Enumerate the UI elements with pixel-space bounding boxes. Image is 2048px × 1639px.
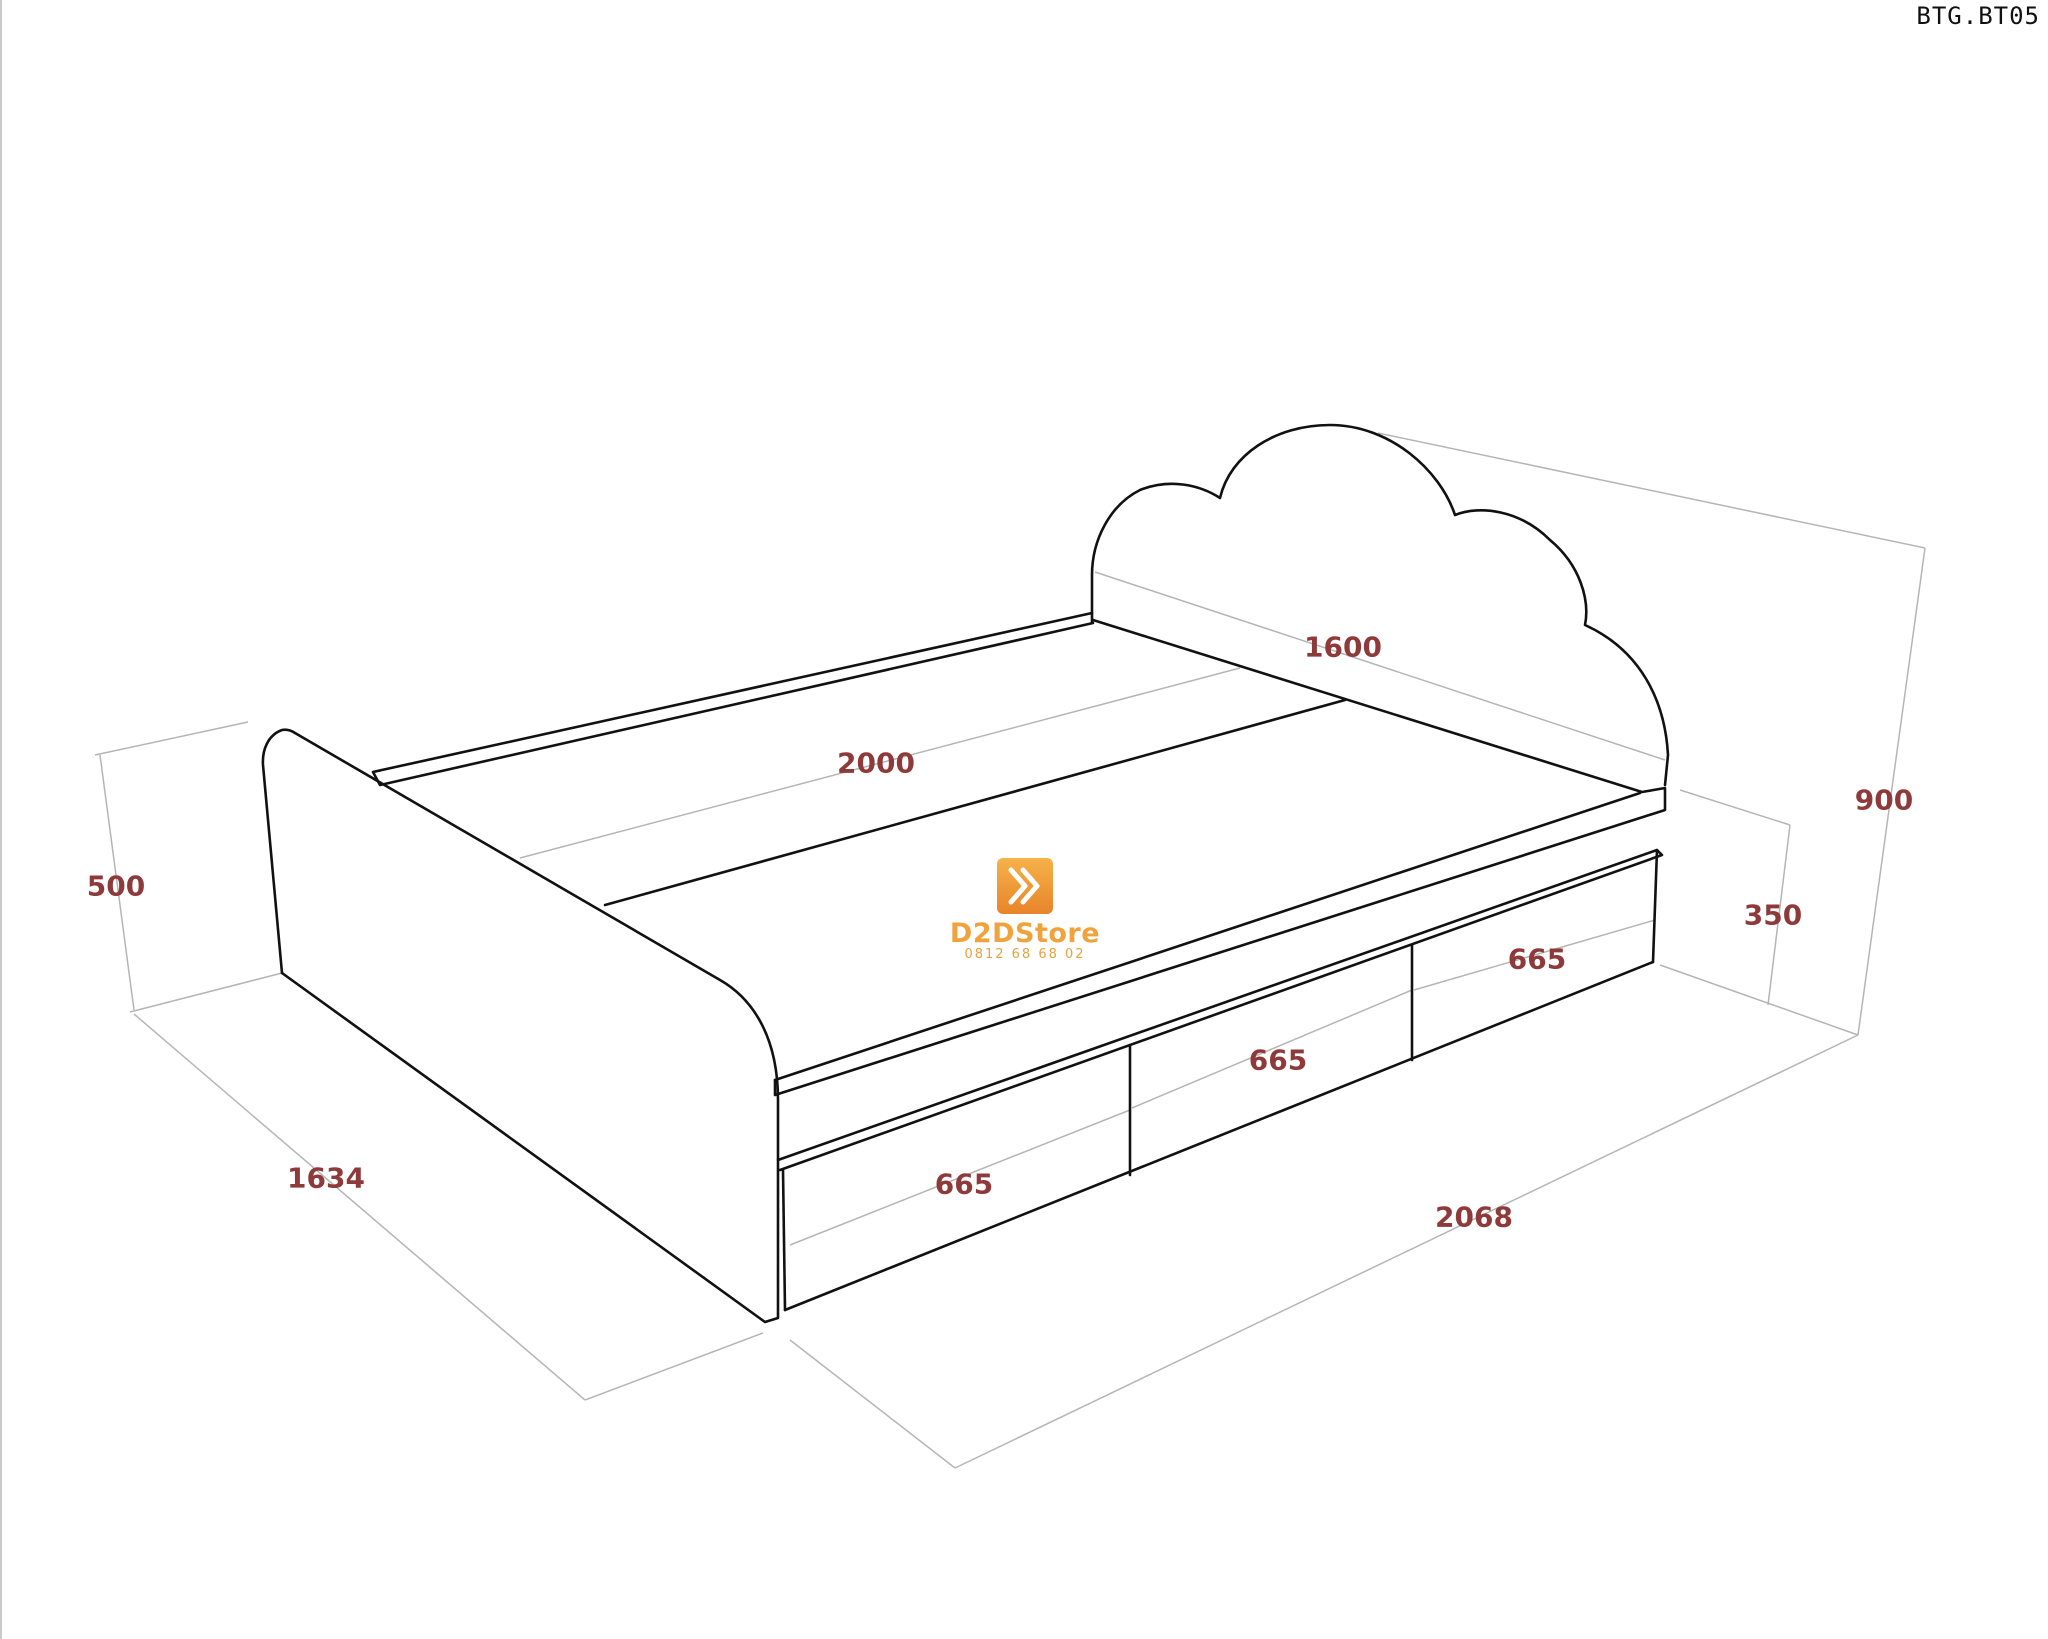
dim-line-2068 xyxy=(954,1034,1859,1469)
right-side-rail xyxy=(773,618,1667,1097)
drawer-frame-top xyxy=(776,848,1664,1172)
chevron-logo-icon xyxy=(997,858,1053,914)
dim-line-900-ext-top xyxy=(1377,432,1926,549)
dim-line-1634-ext xyxy=(584,1332,764,1401)
bed-outline xyxy=(261,423,1670,1324)
dim-label-overall-length: 2068 xyxy=(1435,1200,1513,1234)
store-logo: D2DStore 0812 68 68 02 xyxy=(945,858,1105,962)
dim-line-2068-ext-right xyxy=(1659,964,1859,1036)
logo-name: D2DStore xyxy=(949,918,1101,949)
drawer-frame-bottom xyxy=(783,960,1655,1312)
dim-label-drawer-3-width: 665 xyxy=(1507,942,1567,976)
logo-phone: 0812 68 68 02 xyxy=(964,947,1086,962)
dim-line-350 xyxy=(1767,824,1791,1006)
dim-label-headboard-width: 1600 xyxy=(1304,630,1382,664)
dim-line-drawer-3 xyxy=(1413,919,1656,991)
dim-line-1634 xyxy=(133,1013,586,1401)
dim-line-500 xyxy=(99,754,135,1011)
right-rail-top-edge xyxy=(773,791,1642,1082)
dim-line-900 xyxy=(1857,547,1926,1036)
dim-label-headboard-height: 900 xyxy=(1854,783,1914,817)
dim-label-drawer-1-width: 665 xyxy=(934,1167,994,1201)
dim-label-footboard-height: 500 xyxy=(86,869,146,903)
product-code: BTG.BT05 xyxy=(1916,2,2040,30)
dim-label-overall-width: 1634 xyxy=(287,1161,365,1195)
dimension-lines xyxy=(94,432,1926,1469)
mattress-seam xyxy=(603,698,1347,907)
drawer-frame-left xyxy=(781,1168,787,1312)
headboard-cloud xyxy=(1090,423,1670,787)
back-rail xyxy=(371,611,1095,787)
page-left-border xyxy=(0,0,2,1639)
drawer-frame-right xyxy=(1651,848,1659,964)
footboard xyxy=(261,728,780,1324)
dim-label-drawer-height: 350 xyxy=(1743,898,1803,932)
dim-label-mattress-length: 2000 xyxy=(837,746,915,780)
dim-line-drawer-1 xyxy=(789,1109,1131,1246)
dim-line-drawer-2 xyxy=(1131,989,1413,1109)
dim-line-500-ext-bottom xyxy=(129,972,283,1013)
dim-line-2000 xyxy=(519,667,1241,859)
dim-line-2068-ext-left xyxy=(789,1339,956,1469)
dim-line-1600 xyxy=(1094,571,1666,761)
dim-line-350-ext-top xyxy=(1679,789,1791,826)
dim-line-500-ext-top xyxy=(94,721,249,756)
dim-label-drawer-2-width: 665 xyxy=(1248,1043,1308,1077)
